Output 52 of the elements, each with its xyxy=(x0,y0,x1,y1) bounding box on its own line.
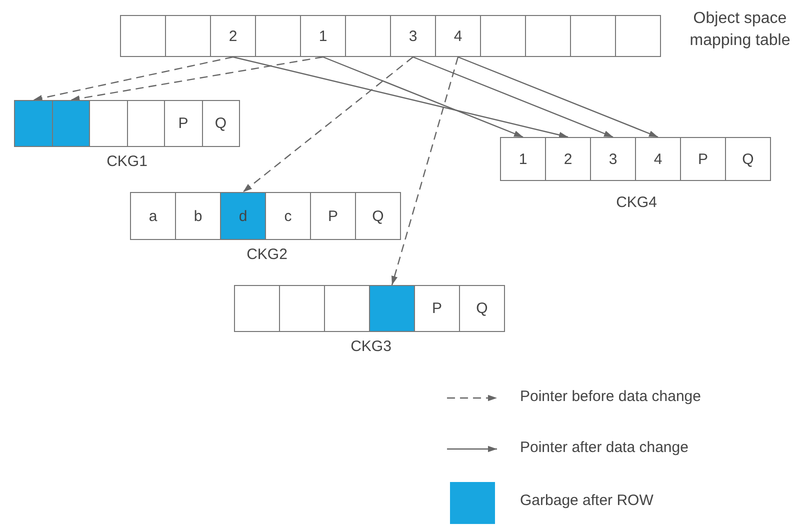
table-cell: a xyxy=(130,192,176,240)
table-cell: Q xyxy=(355,192,401,240)
highlighted-cell: d xyxy=(220,192,266,240)
table-cell: P xyxy=(164,100,202,147)
table-cell xyxy=(570,15,616,57)
table-cell: 3 xyxy=(590,137,636,181)
table-cell: 3 xyxy=(390,15,436,57)
pointer-arrow xyxy=(70,56,324,102)
table-cell: 2 xyxy=(210,15,256,57)
table-cell: Q xyxy=(725,137,771,181)
table-cell: 2 xyxy=(545,137,591,181)
pointer-arrow xyxy=(412,56,614,138)
table-caption: CKG1 xyxy=(106,153,148,170)
table-caption: CKG4 xyxy=(615,194,658,211)
pointer-arrow xyxy=(322,56,524,138)
table-cell xyxy=(165,15,211,57)
table-cell xyxy=(234,285,280,332)
table-caption: Object space mapping table xyxy=(688,9,792,51)
table-cell: 4 xyxy=(435,15,481,57)
table-cell: P xyxy=(310,192,356,240)
legend-text: Pointer after data change xyxy=(520,439,688,456)
pointer-arrow xyxy=(458,56,658,138)
table-cell xyxy=(279,285,325,332)
highlighted-cell xyxy=(52,100,90,147)
table-cell xyxy=(615,15,661,57)
pointer-arrow xyxy=(33,56,234,102)
table-cell: P xyxy=(680,137,726,181)
table-cell: Q xyxy=(202,100,240,147)
table-caption: CKG2 xyxy=(246,246,288,263)
legend-text: Garbage after ROW xyxy=(520,492,654,509)
table-cell xyxy=(255,15,301,57)
highlighted-cell xyxy=(369,285,415,332)
table-cell xyxy=(480,15,526,57)
table-cell: 1 xyxy=(300,15,346,57)
table-cell xyxy=(126,100,165,147)
table-cell: Q xyxy=(459,285,505,332)
table-cell: c xyxy=(265,192,311,240)
table-cell: 1 xyxy=(500,137,546,181)
table-cell xyxy=(525,15,571,57)
table-cell: P xyxy=(414,285,460,332)
table-cell: b xyxy=(175,192,221,240)
table-cell xyxy=(324,285,370,332)
pointer-arrow xyxy=(391,56,459,286)
table-cell: 4 xyxy=(635,137,681,181)
table-cell xyxy=(345,15,391,57)
pointer-arrow xyxy=(242,56,414,192)
table-caption: CKG3 xyxy=(350,338,392,355)
table-cell xyxy=(120,15,166,57)
table-cell xyxy=(89,100,128,147)
legend-text: Pointer before data change xyxy=(520,388,701,405)
highlighted-cell xyxy=(14,100,52,147)
pointer-arrow xyxy=(232,56,568,138)
